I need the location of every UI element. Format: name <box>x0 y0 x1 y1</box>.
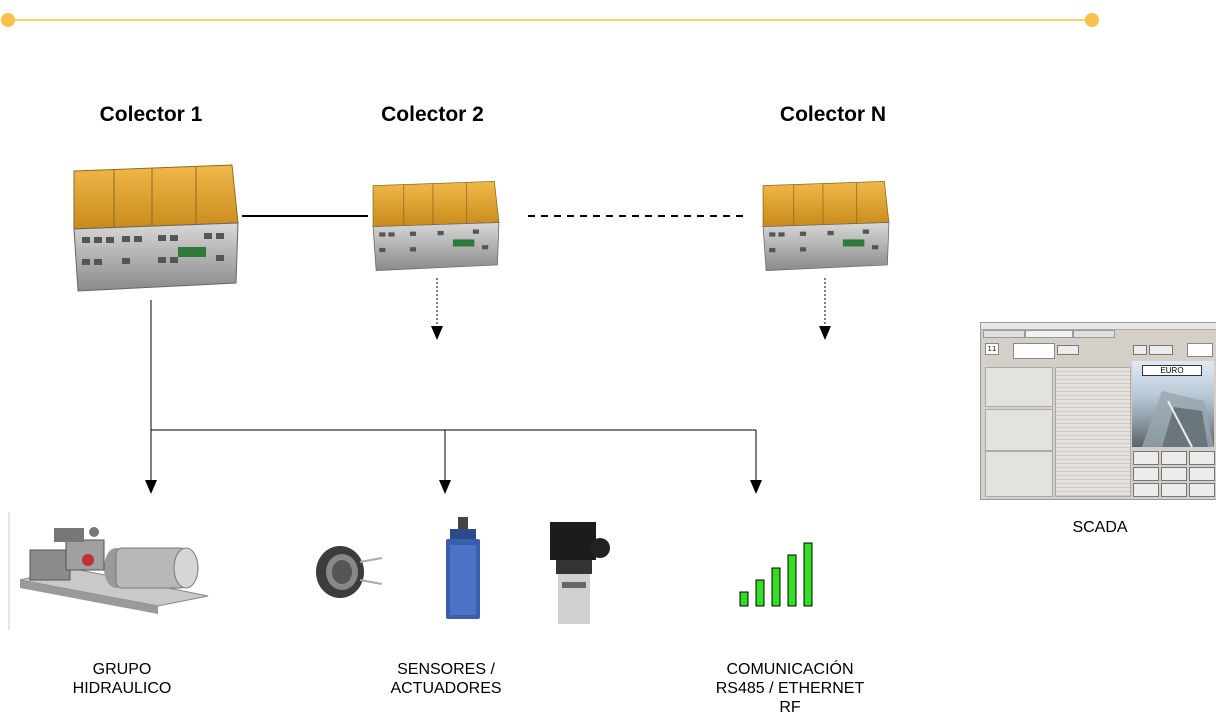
collector-n-arrow-icon <box>819 326 831 340</box>
collector-n-title: Colector N <box>779 103 887 126</box>
pressure-sensor-icon <box>550 522 610 624</box>
scada-label: SCADA <box>1072 519 1128 536</box>
collector-module-2-icon <box>372 181 500 271</box>
comm-arrow-icon <box>750 480 762 494</box>
sensors-label: SENSORES / ACTUADORES <box>390 661 502 697</box>
header-decoration-line <box>1 13 1099 27</box>
signal-bars-icon <box>739 542 813 607</box>
microphone-sensor-icon <box>316 546 383 598</box>
collector-module-n-icon <box>762 181 890 271</box>
scada-screen-icon: 11 EURO <box>980 322 1216 500</box>
hydraulic-unit-icon <box>8 512 209 630</box>
collector-2-arrow-icon <box>431 326 443 340</box>
line-end-dot-left <box>1 13 15 27</box>
comm-label: COMUNICACIÓN RS485 / ETHERNET RF <box>715 661 865 716</box>
scada-plant-photo: EURO <box>1132 361 1214 447</box>
collector-module-1-icon <box>73 164 239 292</box>
collector-1-title: Colector 1 <box>99 103 203 126</box>
limit-switch-icon <box>446 517 480 619</box>
sensors-arrow-icon <box>439 480 451 494</box>
line-end-dot-right <box>1085 13 1099 27</box>
scada-euro-label: EURO <box>1142 365 1202 376</box>
collector-2-title: Colector 2 <box>381 103 484 126</box>
scada-digit: 11 <box>985 343 999 355</box>
hydraulic-arrow-icon <box>145 480 157 494</box>
hydraulic-label: GRUPO HIDRAULICO <box>72 661 172 697</box>
